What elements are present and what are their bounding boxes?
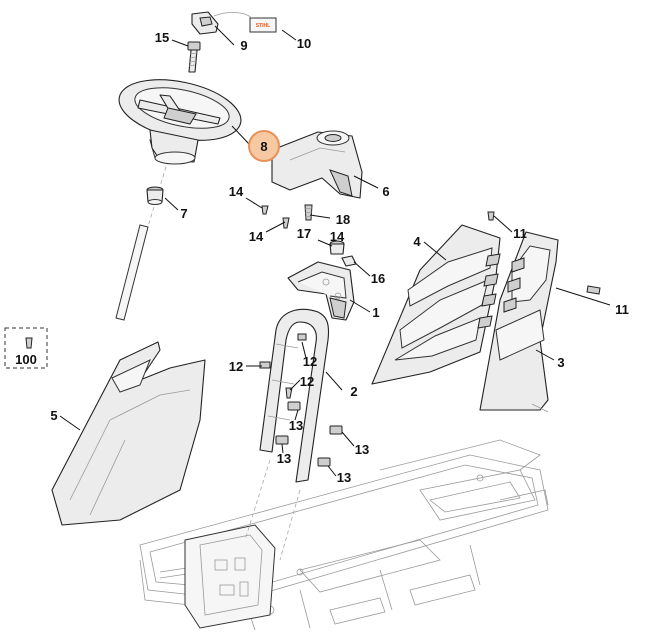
callout-2: 2 [350,384,357,399]
screw-12-a [259,361,271,369]
callout-7: 7 [180,206,187,221]
chassis-frame [139,439,549,631]
callout-13-a: 13 [289,418,303,433]
callout-8: 8 [260,139,267,154]
bolt-13-a [287,401,301,411]
bolt-13-c [275,435,289,445]
column-axis-line-2 [279,489,301,561]
screw-11-b [586,285,601,295]
callout-9: 9 [240,38,247,53]
callout-12-a: 12 [229,359,243,374]
side-panel-3 [479,231,559,413]
decal-10: STIHL [213,12,277,33]
callout-4: 4 [413,234,421,249]
callout-12-c: 12 [300,374,314,389]
spring-18 [304,204,313,221]
callout-100: 100 [15,352,37,367]
lower-cover-5 [51,341,206,526]
screw-11-a [487,211,495,221]
callout-12-b: 12 [303,354,317,369]
upper-cover-6 [271,130,363,199]
callout-14-c: 14 [330,229,345,244]
callout-16: 16 [371,271,385,286]
bolt-13-d [317,457,331,467]
screw-14-a [261,205,269,215]
column-mount-bracket [184,524,276,629]
bushing-7 [146,186,164,205]
callout-15: 15 [155,30,169,45]
callout-11-a: 11 [513,226,527,241]
column-frame-2 [259,308,330,483]
callout-13-b: 13 [355,442,369,457]
highlight-marker-8 [248,130,280,162]
callout-11-b: 11 [615,302,629,317]
steering-shaft [115,224,149,321]
callout-14-a: 14 [229,184,244,199]
callout-13-d: 13 [337,470,351,485]
callout-1: 1 [372,305,379,320]
callout-10: 10 [297,36,311,51]
callout-3: 3 [557,355,564,370]
nut-16 [341,255,357,267]
steering-wheel-8 [118,79,242,165]
steering-bracket-1 [287,261,355,321]
decal-logo-text: STIHL [256,23,270,29]
callout-6: 6 [382,184,389,199]
callout-18: 18 [336,212,350,227]
cap-9 [191,11,219,35]
bolt-15 [187,41,201,73]
part-100-box [4,327,48,369]
screw-12-c [285,387,293,399]
callout-13-c: 13 [277,451,291,466]
callout-14-b: 14 [249,229,264,244]
bushing-17 [329,240,345,255]
screw-14-b [282,217,290,229]
callout-labels: 15 9 10 8 7 6 14 14 18 17 14 16 1 12 12 … [15,30,629,485]
screw-12-b [297,333,307,341]
leader-lines [59,25,611,477]
side-panel-4 [371,224,501,385]
callout-5: 5 [50,408,57,423]
callout-17: 17 [297,226,311,241]
bolt-13-b [329,425,343,435]
